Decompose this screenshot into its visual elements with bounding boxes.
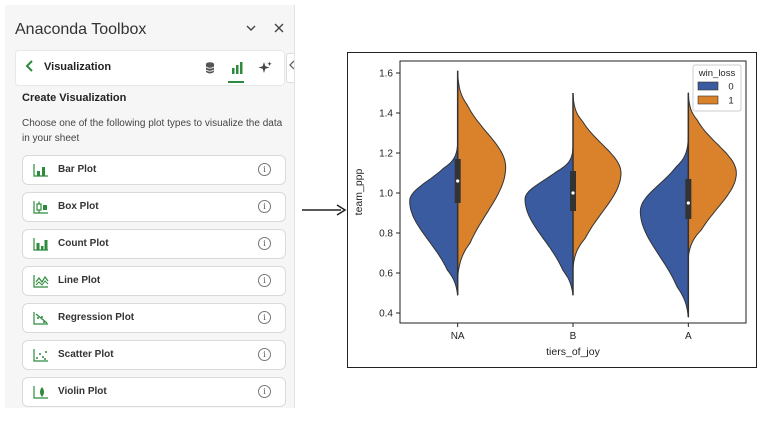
plot-type-label: Regression Plot — [58, 312, 135, 323]
regression-plot-button[interactable]: Regression Plot i — [22, 303, 286, 333]
close-icon[interactable] — [272, 21, 286, 37]
info-icon[interactable]: i — [258, 385, 271, 398]
median-dot-B — [571, 191, 575, 195]
bar-chart-icon[interactable] — [229, 60, 245, 76]
chevron-left-icon[interactable] — [24, 59, 36, 76]
y-tick-label: 1.4 — [379, 109, 393, 120]
y-tick-label: 0.4 — [379, 309, 393, 320]
iqr-box-B — [570, 171, 576, 211]
chart-legend: win_loss 0 1 — [692, 64, 742, 112]
plot-type-label: Box Plot — [58, 201, 99, 212]
line-plot-button[interactable]: Line Plot i — [22, 266, 286, 296]
violin-half-NA-0 — [409, 142, 459, 296]
plot-type-list: Bar Plot i Box Plot i Count Plot i Line … — [22, 155, 286, 408]
panel-title: Anaconda Toolbox — [15, 21, 147, 38]
iqr-box-A — [685, 179, 692, 219]
info-icon[interactable]: i — [258, 163, 271, 176]
legend-label-0: 0 — [728, 82, 733, 93]
visualization-nav-bar: Visualization — [15, 50, 285, 86]
section-description: Choose one of the following plot types t… — [22, 118, 283, 144]
plot-type-label: Count Plot — [58, 238, 109, 249]
x-axis-label: tiers_of_joy — [546, 346, 600, 358]
legend-label-1: 1 — [728, 96, 733, 107]
box-plot-icon — [33, 200, 49, 214]
info-icon[interactable]: i — [258, 348, 271, 361]
window-controls — [244, 21, 286, 37]
y-tick-label: 1.6 — [379, 69, 393, 80]
count-plot-icon — [33, 237, 49, 251]
legend-swatch-0 — [697, 81, 719, 91]
scatter-plot-icon — [33, 348, 49, 362]
line-plot-icon — [33, 274, 49, 288]
violin-half-A-0 — [639, 136, 689, 318]
active-tab-indicator — [228, 81, 244, 83]
section-heading: Create Visualization — [22, 92, 127, 104]
plot-type-label: Violin Plot — [58, 386, 107, 397]
count-plot-button[interactable]: Count Plot i — [22, 229, 286, 259]
plot-type-label: Scatter Plot — [58, 349, 114, 360]
legend-swatch-1 — [697, 95, 719, 105]
chevron-down-icon[interactable] — [244, 21, 258, 37]
violin-half-B-0 — [524, 146, 574, 296]
x-tick-label: B — [570, 331, 577, 342]
violin-plot-button[interactable]: Violin Plot i — [22, 377, 286, 407]
plot-type-label: Bar Plot — [58, 164, 97, 175]
x-tick-label: A — [685, 331, 692, 342]
legend-title: win_loss — [698, 68, 736, 79]
y-tick-label: 1.2 — [379, 149, 393, 160]
violin-series — [409, 70, 737, 318]
y-axis-label: team_ppp — [353, 168, 365, 215]
x-tick-label: NA — [451, 331, 465, 342]
database-icon[interactable] — [202, 60, 218, 76]
chevron-left-icon — [289, 60, 294, 70]
box-overlay — [454, 71, 692, 317]
bar-plot-icon — [33, 163, 49, 177]
median-dot-NA — [456, 179, 460, 183]
sparkle-icon[interactable] — [257, 60, 273, 76]
info-icon[interactable]: i — [258, 200, 271, 213]
info-icon[interactable]: i — [258, 311, 271, 324]
violin-plot-icon — [33, 385, 49, 399]
median-dot-A — [686, 201, 690, 205]
nav-title: Visualization — [44, 61, 112, 73]
bar-plot-button[interactable]: Bar Plot i — [22, 155, 286, 185]
anaconda-toolbox-panel: Anaconda Toolbox Visualization — [5, 5, 295, 408]
regression-plot-icon — [33, 311, 49, 325]
info-icon[interactable]: i — [258, 274, 271, 287]
violin-half-A-1 — [687, 92, 737, 258]
violin-half-B-1 — [572, 92, 622, 268]
violin-half-NA-1 — [457, 70, 507, 278]
y-tick-label: 0.6 — [379, 269, 393, 280]
plot-type-label: Line Plot — [58, 275, 101, 286]
box-plot-button[interactable]: Box Plot i — [22, 192, 286, 222]
y-tick-label: 1.0 — [379, 189, 393, 200]
collapse-panel-button[interactable] — [286, 53, 294, 83]
info-icon[interactable]: i — [258, 237, 271, 250]
arrow-right-icon — [302, 204, 347, 216]
scatter-plot-button[interactable]: Scatter Plot i — [22, 340, 286, 370]
y-tick-label: 0.8 — [379, 229, 393, 240]
